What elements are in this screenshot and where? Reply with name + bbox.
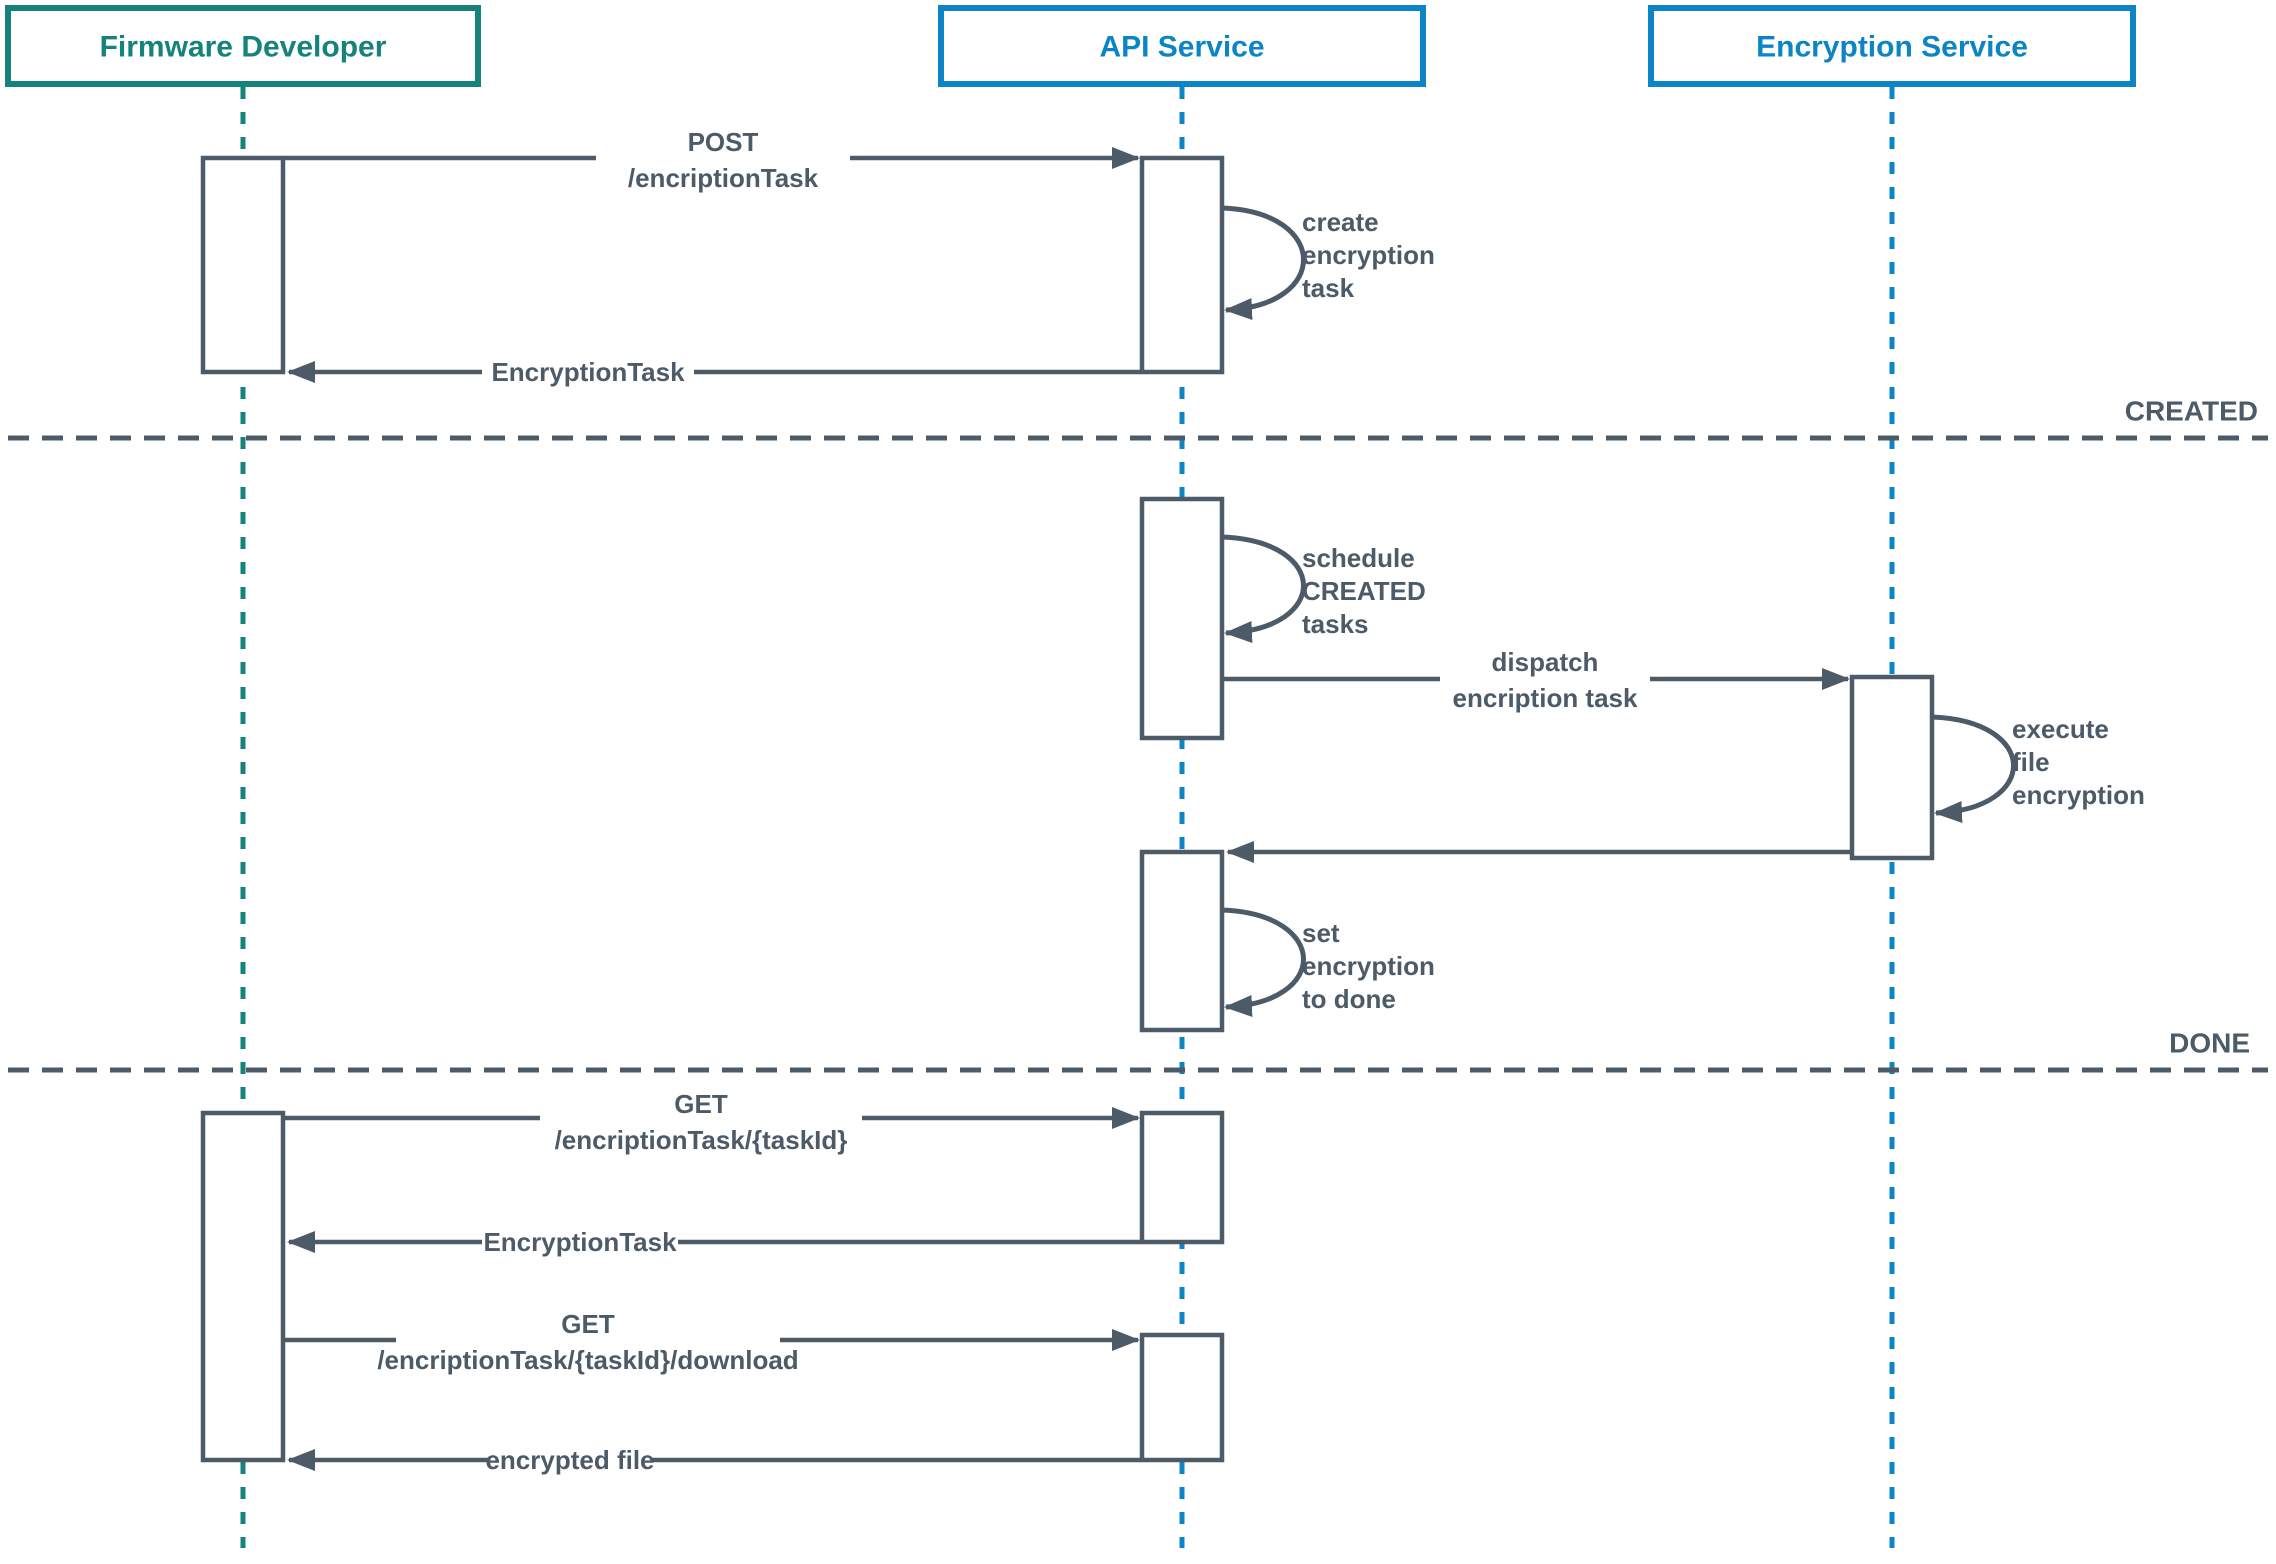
self-loop-create-encryption-task — [1221, 205, 1306, 320]
message-label-return-encryption-task-2: EncryptionTask — [483, 1227, 677, 1257]
divider-created-label: CREATED — [2125, 396, 2258, 427]
self-loop-label-create-2: encryption — [1302, 240, 1435, 270]
label-bg-get-encription-task-download — [396, 1306, 780, 1378]
label-bg-dispatch-encription-task — [1440, 644, 1650, 714]
message-label-post-path: /encriptionTask — [628, 163, 819, 193]
message-label-get-task-path: /encriptionTask/{taskId} — [555, 1125, 848, 1155]
self-loop-label-create-1: create — [1302, 207, 1379, 237]
self-loop-label-schedule-2: CREATED — [1302, 576, 1426, 606]
self-loop-execute-file-encryption — [1931, 714, 2016, 823]
activation-encryption-service-1 — [1849, 674, 1935, 861]
actor-label-api-service: API Service — [1099, 31, 1264, 64]
self-loop-label-setdone-3: to done — [1302, 984, 1396, 1014]
label-bg-post-encription-task — [596, 124, 850, 196]
actor-box-firmware-developer — [5, 5, 481, 87]
self-loop-schedule-created-tasks — [1221, 534, 1306, 643]
self-loop-label-schedule-1: schedule — [1302, 543, 1415, 573]
actor-label-encryption-service: Encryption Service — [1756, 31, 2028, 64]
self-loop-label-execute-1: execute — [2012, 714, 2109, 744]
activation-firmware-developer-2 — [200, 1110, 286, 1463]
message-label-get-download-path: /encriptionTask/{taskId}/download — [377, 1345, 798, 1375]
activation-api-service-1 — [1139, 155, 1225, 375]
self-loop-label-execute-3: encryption — [2012, 780, 2145, 810]
self-loop-set-encryption-to-done — [1221, 907, 1306, 1017]
self-loop-label-create-3: task — [1302, 273, 1355, 303]
activation-api-service-5 — [1139, 1332, 1225, 1463]
activation-firmware-developer-1 — [200, 155, 286, 375]
message-label-dispatch: dispatch — [1492, 647, 1599, 677]
message-label-get-task: GET — [674, 1089, 728, 1119]
message-label-return-encryption-task-1: EncryptionTask — [491, 357, 685, 387]
label-bg-return-encryption-task-2 — [482, 1222, 678, 1262]
message-label-dispatch-task: encription task — [1453, 683, 1638, 713]
message-label-return-encrypted-file: encrypted file — [485, 1445, 654, 1475]
message-label-post: POST — [688, 127, 759, 157]
self-loop-label-setdone-2: encryption — [1302, 951, 1435, 981]
label-bg-return-encrypted-file — [488, 1442, 652, 1480]
message-label-get-download: GET — [561, 1309, 615, 1339]
self-loop-label-schedule-3: tasks — [1302, 609, 1369, 639]
activation-api-service-3 — [1139, 849, 1225, 1033]
divider-done-label: DONE — [2169, 1028, 2250, 1059]
label-bg-return-encryption-task-1 — [482, 352, 694, 392]
actor-box-encryption-service — [1648, 5, 2136, 87]
actor-label-firmware-developer: Firmware Developer — [100, 31, 387, 64]
self-loop-label-execute-2: file — [2012, 747, 2050, 777]
activation-api-service-2 — [1139, 496, 1225, 741]
activation-api-service-4 — [1139, 1110, 1225, 1245]
self-loop-label-setdone-1: set — [1302, 918, 1340, 948]
label-bg-get-encription-task — [540, 1086, 862, 1158]
actor-box-api-service — [938, 5, 1426, 87]
